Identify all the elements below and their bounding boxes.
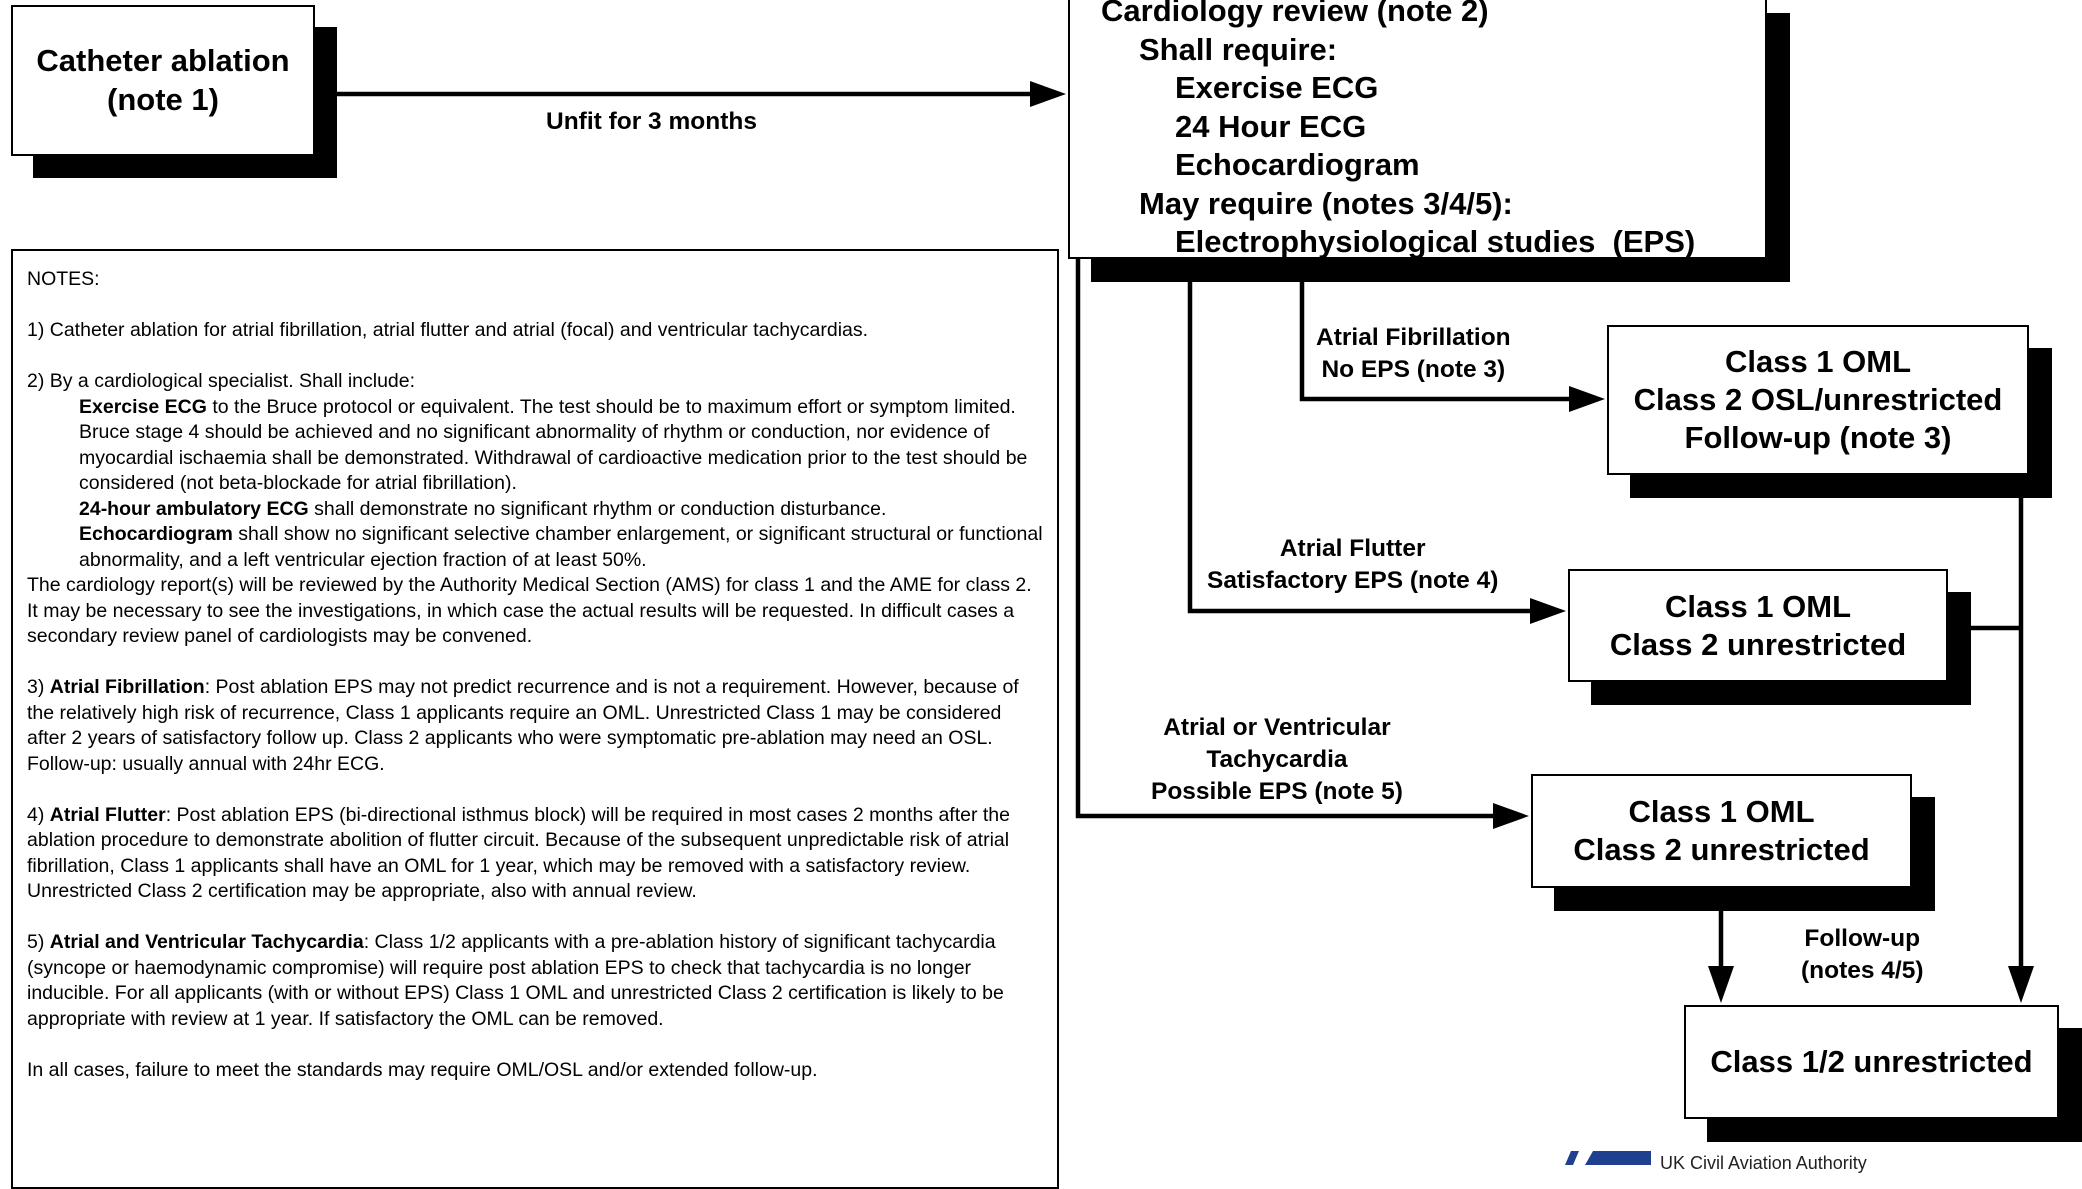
note-3-bold: Atrial Fibrillation	[49, 676, 205, 698]
arrowhead-flutter	[1530, 598, 1566, 624]
branch-af-line1: Atrial Fibrillation	[1316, 324, 1511, 351]
ablation-title: Catheter ablation	[36, 42, 290, 78]
note-3-prefix: 3)	[27, 676, 50, 698]
note-2-exercise-text: to the Bruce protocol or equivalent. The…	[79, 395, 1028, 495]
note-2-review: The cardiology report(s) will be reviewe…	[27, 574, 1032, 647]
note-2-exercise: Exercise ECG to the Bruce protocol or eq…	[27, 395, 1043, 497]
note-3-text: : Post ablation EPS may not predict recu…	[27, 676, 1019, 775]
arrowhead-final-right	[2008, 966, 2034, 1003]
review-item-echocardiogram: Echocardiogram	[1175, 147, 1420, 182]
note-2-24h: 24-hour ambulatory ECG shall demonstrate…	[27, 497, 1043, 523]
shall-require-label: Shall require:	[1139, 31, 1338, 67]
edge-review-to-flutter	[1187, 259, 1531, 614]
arrowhead-tachy	[1493, 803, 1529, 829]
branch-label-af: Atrial Fibrillation No EPS (note 3)	[1316, 322, 1511, 386]
arrowhead-af	[1569, 386, 1605, 412]
note-2-echo: Echocardiogram shall show no significant…	[27, 522, 1043, 573]
review-title: Cardiology review (note 2)	[1101, 0, 1489, 28]
may-require-label: May require (notes 3/4/5):	[1139, 185, 1513, 221]
note-2-intro: 2) By a cardiological specialist. Shall …	[27, 370, 416, 392]
arrowhead-review	[1030, 81, 1066, 107]
note-4-prefix: 4)	[27, 803, 50, 826]
ablation-note-ref: (note 1)	[107, 81, 219, 117]
flutter-result-line2: Class 2 unrestricted	[1609, 626, 1907, 662]
af-result-line2: Class 2 OSL/unrestricted	[1633, 382, 2003, 417]
edge-label-unfit: Unfit for 3 months	[546, 108, 757, 135]
note-5-prefix: 5)	[27, 931, 50, 953]
edge-review-to-tachy	[1075, 259, 1493, 819]
note-2-echo-bold: Echocardiogram	[79, 523, 233, 545]
flow-connectors	[315, 81, 2034, 1003]
followup-line2: (notes 4/5)	[1801, 957, 1924, 984]
note-4-bold: Atrial Flutter	[49, 803, 166, 826]
note-4: 4) Atrial Flutter: Post ablation EPS (bi…	[27, 803, 1043, 905]
review-item-exercise-ecg: Exercise ECG	[1175, 70, 1379, 105]
branch-tachy-line2: Tachycardia	[1206, 746, 1348, 773]
flutter-result-box: Class 1 OML Class 2 unrestricted	[1568, 569, 1948, 682]
branch-label-flutter: Atrial Flutter Satisfactory EPS (note 4)	[1207, 533, 1498, 597]
tachy-result-box: Class 1 OML Class 2 unrestricted	[1531, 774, 1912, 888]
tachy-result-line2: Class 2 unrestricted	[1573, 832, 1870, 867]
note-2-echo-text: shall show no significant selective cham…	[79, 523, 1043, 571]
branch-af-line2: No EPS (note 3)	[1321, 356, 1506, 383]
arrowhead-final-left	[1708, 966, 1734, 1003]
followup-label: Follow-up (notes 4/5)	[1801, 923, 1924, 987]
notes-closing: In all cases, failure to meet the standa…	[27, 1058, 818, 1081]
final-result-box: Class 1/2 unrestricted	[1684, 1005, 2059, 1119]
review-item-eps: Electrophysiological studies (EPS)	[1175, 224, 1696, 259]
branch-flutter-line2: Satisfactory EPS (note 4)	[1207, 567, 1499, 594]
note-3: 3) Atrial Fibrillation: Post ablation EP…	[27, 675, 1043, 777]
catheter-ablation-box: Catheter ablation (note 1)	[11, 5, 315, 156]
branch-flutter-line1: Atrial Flutter	[1279, 535, 1426, 562]
notes-panel: NOTES: 1) Catheter ablation for atrial f…	[11, 249, 1059, 1189]
branch-label-tachy: Atrial or Ventricular Tachycardia Possib…	[1151, 712, 1403, 808]
caa-logo-icon	[1565, 1151, 1651, 1165]
review-item-24h-ecg: 24 Hour ECG	[1175, 108, 1367, 144]
af-result-line3: Follow-up (note 3)	[1684, 420, 1952, 455]
flutter-result-line1: Class 1 OML	[1664, 588, 1852, 624]
note-4-text: : Post ablation EPS (bi-directional isth…	[27, 803, 1011, 903]
followup-line1: Follow-up	[1804, 925, 1921, 952]
af-result-line1: Class 1 OML	[1724, 344, 1912, 379]
note-2-exercise-bold: Exercise ECG	[79, 395, 207, 418]
note-1: 1) Catheter ablation for atrial fibrilla…	[27, 319, 869, 341]
af-result-box: Class 1 OML Class 2 OSL/unrestricted Fol…	[1607, 325, 2029, 475]
note-5-bold: Atrial and Ventricular Tachycardia	[49, 931, 364, 953]
edge-review-to-af	[1299, 259, 1570, 402]
cardiology-review-box: Cardiology review (note 2) Shall require…	[1068, 0, 1767, 259]
note-5: 5) Atrial and Ventricular Tachycardia: C…	[27, 930, 1043, 1032]
tachy-result-line1: Class 1 OML	[1628, 794, 1815, 829]
note-2-24h-bold: 24-hour ambulatory ECG	[79, 497, 309, 520]
notes-heading: NOTES:	[27, 268, 100, 290]
note-5-text: : Class 1/2 applicants with a pre-ablati…	[27, 931, 1004, 1030]
branch-tachy-line1: Atrial or Ventricular	[1163, 714, 1391, 741]
final-result-line1: Class 1/2 unrestricted	[1710, 1044, 2033, 1079]
branch-tachy-line3: Possible EPS (note 5)	[1151, 778, 1403, 805]
note-2: 2) By a cardiological specialist. Shall …	[27, 369, 1043, 650]
note-2-24h-text: shall demonstrate no significant rhythm …	[308, 497, 887, 520]
